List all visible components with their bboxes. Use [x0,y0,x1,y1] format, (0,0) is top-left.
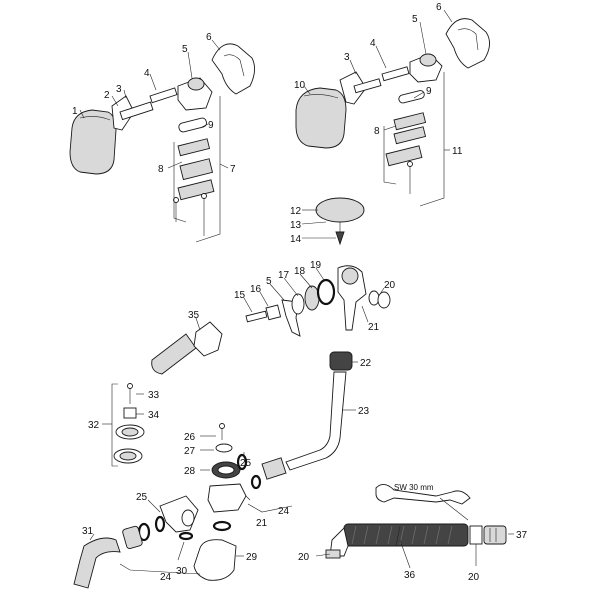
assembly-overflow [151,265,391,471]
callout-23: 23 [358,406,370,417]
callout-15: 15 [234,290,246,301]
callout-labels: 1 2 3 4 5 6 9 8 7 10 3 4 5 6 9 8 11 12 1… [72,2,528,583]
assembly-top-right [295,9,490,246]
callout-4: 4 [144,68,150,79]
assembly-top-left [69,39,255,243]
part-braided-hose [343,523,469,547]
callout-1: 1 [72,106,78,117]
part-handle-right [339,71,367,105]
part-siphon-bowl [193,539,237,581]
part-knob-star [193,321,223,357]
callout-21-b: 21 [256,518,268,529]
callout-3-right: 3 [344,52,350,63]
part-cap-20 [368,290,380,306]
callout-37: 37 [516,530,528,541]
callout-7: 7 [230,164,236,175]
part-rosette-cover-large [295,87,347,149]
part-bolt-34 [123,407,137,419]
part-oring-25c [154,515,166,533]
callout-3: 3 [116,84,122,95]
callout-28: 28 [184,466,196,477]
callout-19: 19 [310,260,322,271]
part-ring-17 [291,293,305,315]
part-screw [245,310,268,323]
part-insert-blocks-right [385,112,427,167]
hose-texture [351,525,453,545]
part-knob [151,333,197,375]
part-connector-37 [483,525,507,545]
part-coupling-nut [329,351,353,371]
callout-5: 5 [182,44,188,55]
part-washer-30a [212,520,232,532]
part-seal-ring-right [398,90,425,104]
callout-20-bottom-right: 20 [468,572,480,583]
callout-21: 21 [368,322,380,333]
part-stem [149,87,178,104]
callout-24-a: 24 [278,506,290,517]
part-hose-fitting [469,525,483,545]
callout-2: 2 [104,90,110,101]
part-wrench [375,484,471,505]
callout-31: 31 [82,526,94,537]
callout-29: 29 [246,552,258,563]
callout-9-right: 9 [426,86,432,97]
part-overflow-pipe [285,371,347,471]
part-seal-ring [178,117,207,133]
part-ring-18 [304,285,320,311]
part-mounting-bracket-right [445,18,490,69]
callout-12: 12 [290,206,302,217]
callout-6-right: 6 [436,2,442,13]
callout-11: 11 [452,146,463,157]
callout-25-a: 25 [240,458,252,469]
part-oring-25a [236,453,248,471]
callout-36: 36 [404,570,416,581]
callout-8-right: 8 [374,126,380,137]
assembly-left-parts [102,383,145,467]
assembly-hose [315,484,514,569]
callout-10: 10 [294,80,306,91]
callout-35: 35 [188,310,200,321]
callout-14: 14 [290,234,302,245]
callout-5-mid: 5 [266,276,272,287]
callout-20-mid: 20 [384,280,396,291]
callout-22: 22 [360,358,372,369]
callout-9: 9 [208,120,214,131]
callout-5-right: 5 [412,14,418,25]
part-gasket [316,278,336,306]
part-nut [265,304,282,321]
callout-33: 33 [148,390,160,401]
callout-20-bottom-left: 20 [298,552,310,563]
part-stem-right [381,66,410,82]
part-drain-body [207,483,247,513]
callout-26: 26 [184,432,196,443]
callout-17: 17 [278,270,290,281]
callout-27: 27 [184,446,196,457]
part-mounting-bracket [211,43,255,95]
callout-13: 13 [290,220,302,231]
part-outlet-pipe [73,537,121,589]
callout-30: 30 [176,566,188,577]
callout-6: 6 [206,32,212,43]
part-rosette-cover [69,109,117,175]
callout-32: 32 [88,420,100,431]
callout-16: 16 [250,284,262,295]
part-drain-plug-cap [315,197,365,223]
part-oring-25b [250,474,262,490]
wrench-size-label: SW 30 mm [394,483,434,492]
part-cap-20b [377,291,391,309]
part-insert-blocks [177,138,215,201]
callout-8: 8 [158,164,164,175]
callout-4-right: 4 [370,38,376,49]
part-washer-30b [178,531,194,541]
assembly-drain [73,423,293,589]
callout-34: 34 [148,410,160,421]
callout-24-b: 24 [160,572,172,583]
part-spindle [119,101,154,121]
callout-25-b: 25 [136,492,148,503]
part-washer-27 [215,443,233,453]
callout-18: 18 [294,266,306,277]
